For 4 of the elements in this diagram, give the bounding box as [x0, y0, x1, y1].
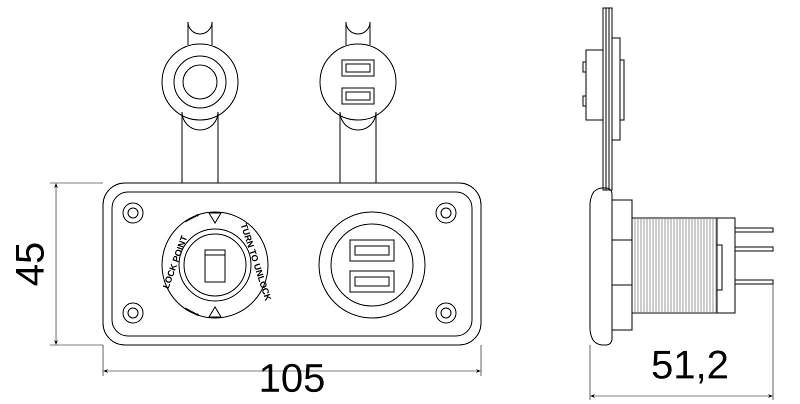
- cap-text: LOCK POINT: [162, 234, 187, 289]
- dimension-text: 45: [16, 243, 44, 286]
- dimension-text: 105: [262, 364, 324, 392]
- dimension-text: 51,2: [652, 350, 727, 384]
